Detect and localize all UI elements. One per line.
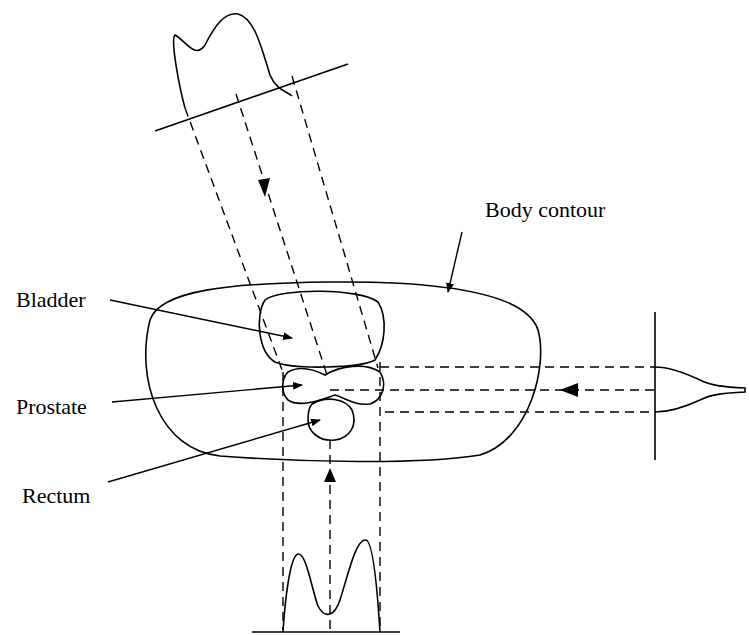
rectum-outline (308, 399, 354, 440)
body-contour (146, 282, 541, 462)
organ-label: Bladder (14, 288, 88, 312)
organ-label: Rectum (20, 484, 92, 508)
body-contour-label: Body contour (483, 198, 607, 222)
bladder-outline (259, 291, 384, 367)
organ-label: Prostate (14, 395, 89, 419)
